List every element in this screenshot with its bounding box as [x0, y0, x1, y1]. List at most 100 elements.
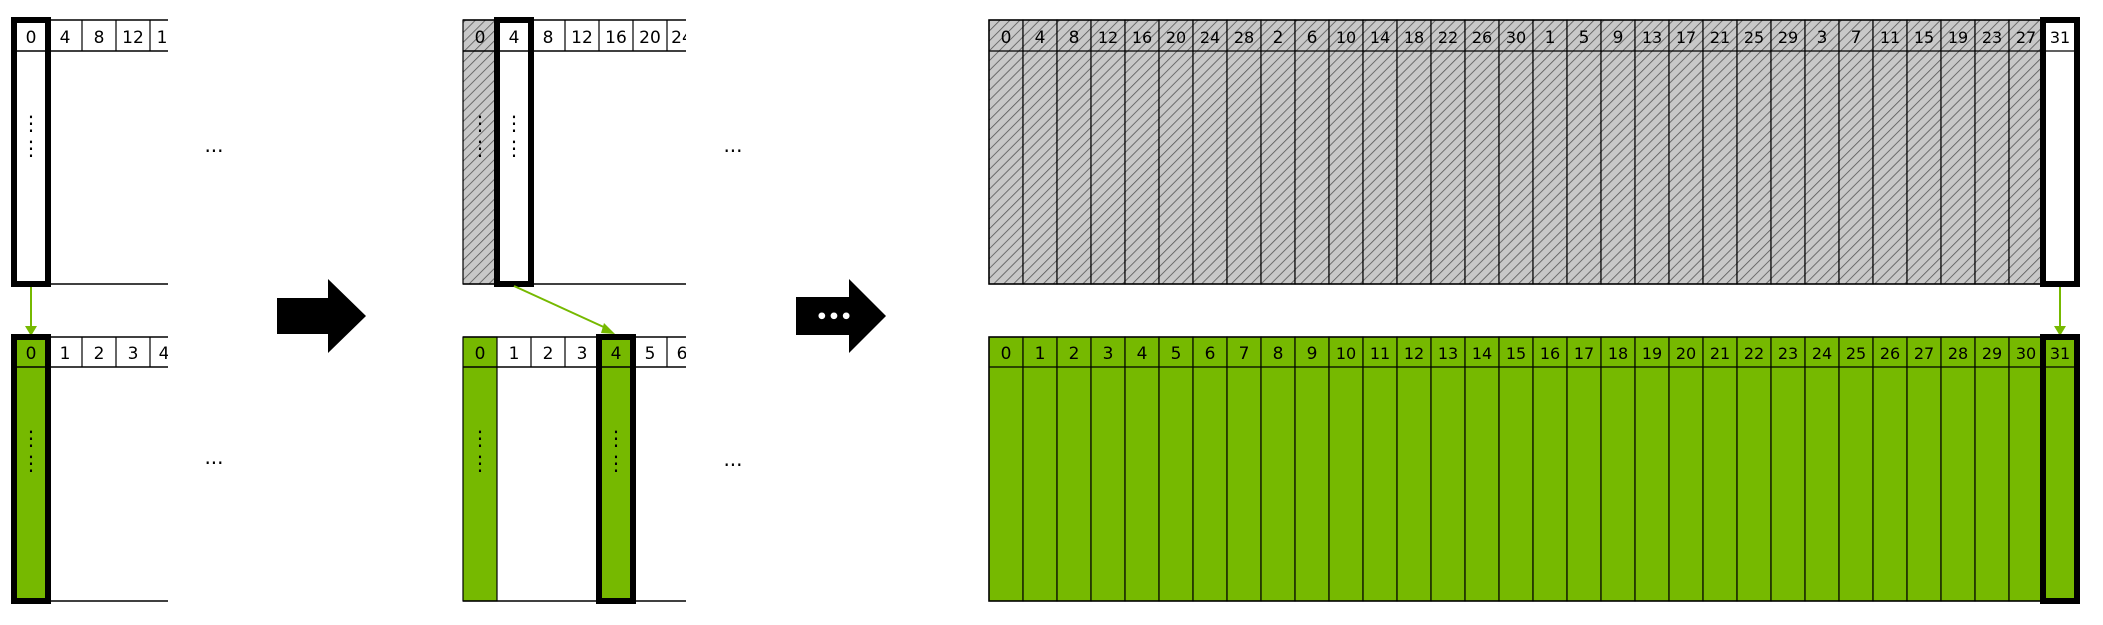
- panel1-source-selection-box: [11, 17, 51, 287]
- panel1-source-label: 4: [60, 28, 71, 48]
- panel3-source-label: 27: [2016, 28, 2036, 47]
- panel1-dest-filled-column: [14, 337, 48, 601]
- vertical-dots-icon: ⋮: [21, 111, 41, 135]
- panel3-source-label: 10: [1336, 28, 1356, 47]
- panel3-source-hatched-column: [1226, 19, 1262, 285]
- panel3-source-label: 22: [1438, 28, 1458, 47]
- vertical-dots-icon: ⋮: [470, 136, 490, 160]
- panel1-source-label: 0: [26, 28, 37, 48]
- panel2-source-label: 12: [571, 28, 593, 48]
- panel3-dest-label: 28: [1948, 344, 1968, 363]
- panel3-source-label: 0: [1001, 28, 1012, 48]
- panel1-source-block: 0 4 8 12 1 ⋮ ⋮: [11, 14, 174, 287]
- panel3-dest-label: 18: [1608, 344, 1628, 363]
- panel3-source-hatched-column: [1022, 19, 1058, 285]
- panel2-source-block: 0 4 8 12 16 20 24 ⋮ ⋮ ⋮ ⋮: [462, 14, 694, 287]
- panel3-source-label: 28: [1234, 28, 1254, 47]
- panel3-source-label: 4: [1035, 28, 1046, 48]
- ellipsis-dots-label: •••: [816, 306, 852, 328]
- panel3-source-hatched-column: [1498, 19, 1534, 285]
- panel3-source-hatched-column: [1090, 19, 1126, 285]
- panel3-source-hatched-column: [1362, 19, 1398, 285]
- panel3-dest-label: 19: [1642, 344, 1662, 363]
- panel3-source-hatched-column: [1158, 19, 1194, 285]
- panel3-source-hatched-column: [1532, 19, 1568, 285]
- panel3-dest-filled-column: [1226, 336, 1262, 602]
- panel3-source-label: 7: [1851, 28, 1862, 48]
- panel3-dest-filled-column: [1294, 336, 1330, 602]
- panel3-source-hatched-column: [1566, 19, 1602, 285]
- panel2-source-label: 4: [509, 28, 520, 48]
- right-arrow-ellipsis-icon: •••: [796, 279, 886, 353]
- panel3-dest-label: 20: [1676, 344, 1696, 363]
- panel2-source-hatched-column: [462, 19, 498, 285]
- panel3-source-hatched-column: [1294, 19, 1330, 285]
- panel3-dest-label: 27: [1914, 344, 1934, 363]
- panel3-dest-label: 6: [1205, 344, 1216, 364]
- panel3-source-label: 12: [1098, 28, 1118, 47]
- panel3-source-label: 26: [1472, 28, 1492, 47]
- panel3-dest-selection-box: [2040, 334, 2080, 604]
- panel3-dest-label: 9: [1307, 344, 1318, 364]
- panel3-dest-label: 4: [1137, 344, 1148, 364]
- panel2-dest-label: 6: [677, 344, 688, 364]
- panel3-dest-label: 30: [2016, 344, 2036, 363]
- panel2-dest-label: 3: [577, 344, 588, 364]
- panel1-dest-label: 3: [128, 344, 139, 364]
- panel3-dest-label: 11: [1370, 344, 1390, 363]
- panel3-source-hatched-column: [1192, 19, 1228, 285]
- vertical-dots-icon: ⋮: [470, 111, 490, 135]
- panel1-source-label: 8: [94, 28, 105, 48]
- panel3-dest-label: 29: [1982, 344, 2002, 363]
- panel3-dest-label: 26: [1880, 344, 1900, 363]
- vertical-dots-icon: ⋮: [21, 426, 41, 450]
- panel2-dest-block: 0 1 2 3 4 5 6 ⋮ ⋮ ⋮ ⋮: [462, 330, 694, 604]
- panel3-source-hatched-column: [1872, 19, 1908, 285]
- panel3-source-label: 21: [1710, 28, 1730, 47]
- vertical-dots-icon: ⋮: [504, 136, 524, 160]
- panel3-source-label: 13: [1642, 28, 1662, 47]
- panel3-source-label: 24: [1200, 28, 1220, 47]
- panel-1: 0 4 8 12 1 ⋮ ⋮ ... 0 1 2 3: [11, 14, 224, 604]
- vertical-dots-icon: ⋮: [21, 451, 41, 475]
- panel3-source-label: 29: [1778, 28, 1798, 47]
- panel3-dest-filled-column: [1158, 336, 1194, 602]
- panel3-dest-label: 3: [1103, 344, 1114, 364]
- panel2-dest-selection-box: [596, 334, 636, 604]
- panel3-source-label: 2: [1273, 28, 1284, 48]
- panel1-source-label: 1: [157, 28, 168, 48]
- panel3-dest-filled-column: [1498, 336, 1534, 602]
- panel3-source-hatched-column: [1260, 19, 1296, 285]
- panel2-dest-label: 4: [611, 344, 622, 364]
- panel3-dest-label: 31: [2050, 344, 2070, 363]
- panel3-dest-label: 5: [1171, 344, 1182, 364]
- panel3-source-highlight-column: [2042, 19, 2078, 285]
- panel3-dest-label: 17: [1574, 344, 1594, 363]
- panel3-source-label: 18: [1404, 28, 1424, 47]
- panel3-source-hatched-column: [1940, 19, 1976, 285]
- panel1-source-label: 12: [122, 28, 144, 48]
- panel3-dest-filled-column: [1804, 336, 1840, 602]
- panel1-dest-selection-box: [11, 334, 51, 604]
- panel3-dest-filled-column: [1464, 336, 1500, 602]
- panel3-dest-label: 13: [1438, 344, 1458, 363]
- panel3-dest-label: 24: [1812, 344, 1832, 363]
- panel3-source-label: 14: [1370, 28, 1390, 47]
- panel3-dest-label: 0: [1001, 344, 1012, 364]
- panel2-source-highlight-column: [497, 20, 531, 284]
- panel2-dest-label: 5: [645, 344, 656, 364]
- panel2-dest-label: 1: [509, 344, 520, 364]
- panel2-source-selection-box: [494, 17, 534, 287]
- panel3-dest-label: 10: [1336, 344, 1356, 363]
- panel3-source-hatched-column: [1804, 19, 1840, 285]
- panel3-dest-filled-column: [1702, 336, 1738, 602]
- panel3-source-label: 9: [1613, 28, 1624, 48]
- panel3-source-hatched-column: [1328, 19, 1364, 285]
- panel3-source-hatched-column: [988, 19, 1024, 285]
- panel1-dest-label: 1: [60, 344, 71, 364]
- panel3-dest-filled-column: [1634, 336, 1670, 602]
- panel3-source-label: 23: [1982, 28, 2002, 47]
- panel3-source-hatched-column: [1906, 19, 1942, 285]
- panel2-source-label: 0: [475, 28, 486, 48]
